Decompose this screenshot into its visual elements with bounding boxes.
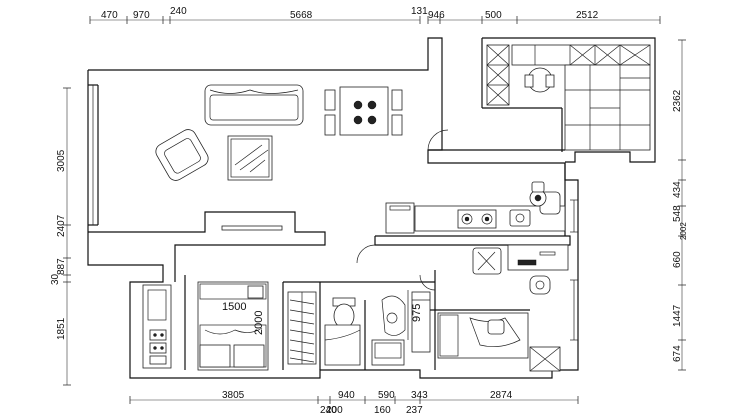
dim-bottom-343: 343 <box>411 390 428 401</box>
bed-length-label: 2000 <box>253 311 265 335</box>
wardrobe-top <box>511 44 651 66</box>
bed-width-label: 1500 <box>222 301 246 313</box>
single-bed <box>437 312 529 359</box>
dim-bottom-240: 240 <box>320 405 337 416</box>
stove <box>457 209 497 229</box>
dim-top-2512: 2512 <box>576 10 599 21</box>
bottom-dimension-line: 3805 940 590 343 2874 240 200 160 237 <box>129 390 579 416</box>
armchair <box>155 129 209 181</box>
bath-sink <box>371 339 405 366</box>
dim-bottom-940: 940 <box>338 390 355 401</box>
left-wardrobe <box>142 284 172 369</box>
kitchen-furniture <box>385 181 569 295</box>
dim-top-946: 946 <box>428 10 445 21</box>
dim-left-2407: 2407 <box>56 214 67 237</box>
dim-bottom-590: 590 <box>378 390 395 401</box>
fridge <box>385 202 415 234</box>
shower <box>324 324 361 366</box>
dim-bottom-237: 237 <box>406 405 423 416</box>
dim-right-2362: 2362 <box>672 89 683 112</box>
bathroom-fixtures: 975 <box>324 290 431 366</box>
dim-top-970: 970 <box>133 10 150 21</box>
left-bedroom-furniture: 1500 2000 <box>142 281 269 371</box>
dim-right-548: 548 <box>672 205 683 222</box>
kitchen-sink <box>509 209 531 227</box>
dim-right-434: 434 <box>672 181 683 198</box>
tv-cabinet <box>221 225 283 231</box>
dim-right-660: 660 <box>672 251 683 268</box>
dim-bottom-200: 200 <box>326 405 343 416</box>
dim-right-2002: 2002 <box>679 222 688 240</box>
top-dimension-line: 470 970 240 5668 131 946 500 2512 <box>89 6 661 24</box>
dim-left-887: 887 <box>56 258 67 275</box>
kitchen-chair <box>472 247 502 275</box>
side-table <box>507 244 569 271</box>
toilet-bowl <box>333 303 355 329</box>
living-room-furniture <box>155 84 403 231</box>
dim-left-1851: 1851 <box>56 317 67 340</box>
kitchen-appliance <box>529 181 561 215</box>
dim-left-3005: 3005 <box>56 149 67 172</box>
shelving <box>564 64 651 151</box>
dim-right-1447: 1447 <box>672 304 683 327</box>
dim-top-240: 240 <box>170 6 187 17</box>
wc-dimension-label: 975 <box>411 304 423 322</box>
nightstand <box>247 285 264 299</box>
stool <box>529 275 551 295</box>
dim-bottom-3805: 3805 <box>222 390 245 401</box>
dining-table <box>324 86 403 136</box>
top-right-room-furniture <box>486 44 651 151</box>
left-dimension-line: 3005 2407 887 30 1851 <box>50 87 71 386</box>
dim-top-5668: 5668 <box>290 10 313 21</box>
closet <box>287 291 317 365</box>
right-bedroom-furniture <box>437 312 561 372</box>
dim-bottom-2874: 2874 <box>490 390 513 401</box>
dim-top-500: 500 <box>485 10 502 21</box>
dim-bottom-160: 160 <box>374 405 391 416</box>
dim-left-30: 30 <box>50 273 61 285</box>
dim-top-131: 131 <box>411 6 428 17</box>
coffee-table <box>227 135 273 181</box>
dim-top-470: 470 <box>101 10 118 21</box>
doors <box>356 129 449 291</box>
right-dimension-line: 2362 434 548 2002 660 1447 674 <box>672 39 688 371</box>
dim-right-674: 674 <box>672 345 683 362</box>
